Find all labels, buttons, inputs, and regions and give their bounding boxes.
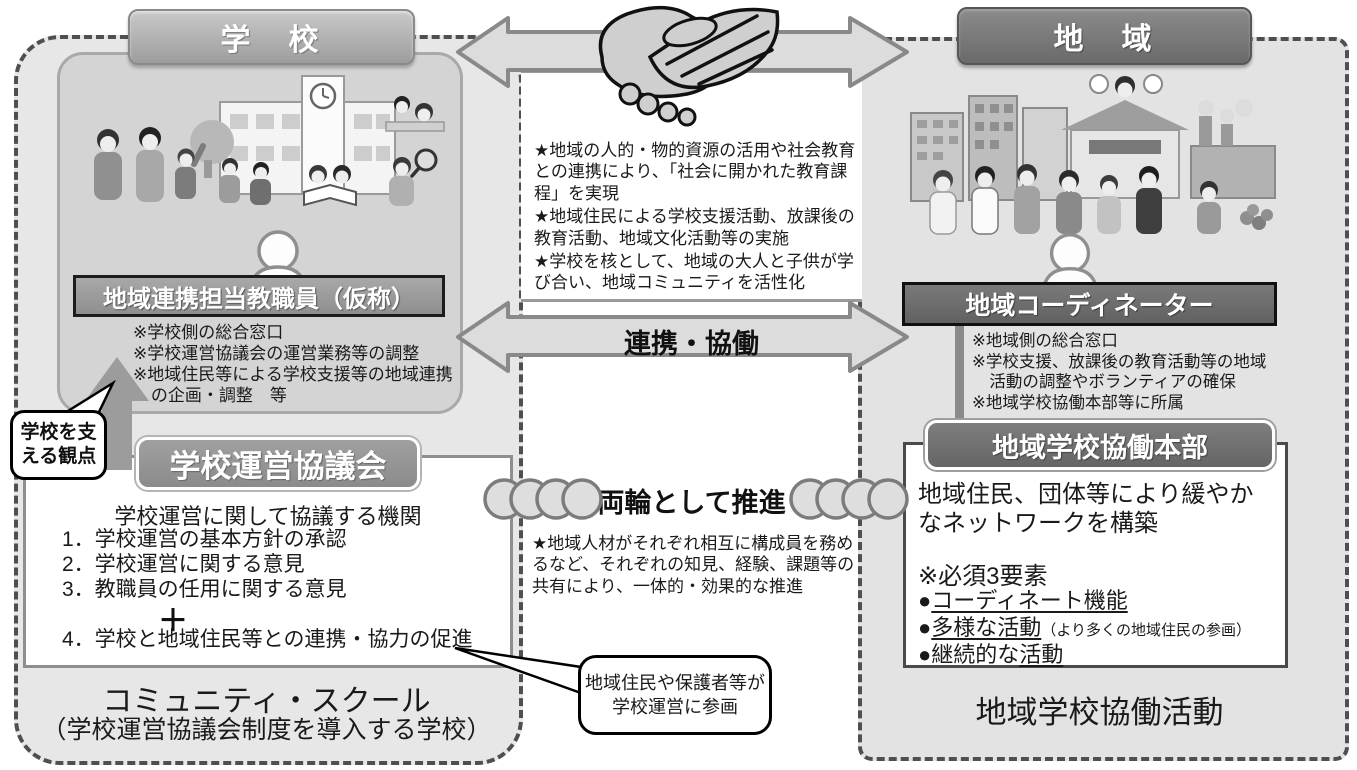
support-up-arrow (85, 357, 149, 470)
coordinator-hq-connector (955, 322, 964, 446)
bullet-icon: ● (918, 588, 932, 613)
participation-bubble-tail (454, 646, 583, 695)
participation-bubble-line: 学校運営に参画 (612, 697, 738, 717)
hq-element: ●多様な活動（より多くの地域住民の参画） (918, 615, 1278, 642)
council-items: 1．学校運営の基本方針の承認 2．学校運営に関する意見 3．教職員の任用に関する… (62, 528, 502, 602)
note-line: ※地域側の総合窓口 (972, 332, 1118, 350)
hq-elements: ●コーディネート機能 ●多様な活動（より多くの地域住民の参画） ●継続的な活動 (918, 588, 1278, 668)
community-school-subtitle: （学校運営協議会制度を導入する学校） (41, 716, 492, 744)
person-silhouette-icon (1041, 233, 1099, 288)
liaison-staff-label: 地域連携担当教職員（仮称） (103, 285, 415, 313)
collaboration-hq-box (903, 442, 1288, 668)
regional-coordinator-box: 地域コーディネーター (902, 282, 1277, 326)
school-management-council-header: 学校運営協議会 (136, 437, 420, 490)
handshake-icon (598, 5, 780, 127)
note-line: ※地域住民等による学校支援等の地域連携の企画・調整 等 (133, 364, 453, 405)
note-line: ※学校運営協議会の運営業務等の調整 (133, 343, 420, 363)
regional-coordinator-label: 地域コーディネーター (965, 292, 1214, 320)
hq-element-text: コーディネート機能 (931, 588, 1128, 613)
collaboration-activity-title: 地域学校協働活動 (975, 695, 1224, 730)
support-bubble-line: える観点 (20, 446, 97, 467)
hq-element: ●継続的な活動 (918, 642, 1278, 669)
school-illustration (94, 75, 445, 207)
note-line: ※学校支援、放課後の教育活動等の地域活動の調整やボランティアの確保 (972, 352, 1267, 392)
council-item: 4．学校と地域住民等との連携・協力の促進 (62, 628, 473, 651)
council-item: 1．学校運営の基本方針の承認 (62, 528, 347, 551)
region-header: 地 域 (957, 7, 1252, 65)
bullet-icon: ● (918, 614, 932, 640)
hq-element-text: 活動 (1019, 641, 1064, 667)
liaison-staff-box: 地域連携担当教職員（仮称） (73, 275, 445, 317)
community-school-title: コミュニティ・スクール (102, 685, 431, 718)
chain-links-icon (789, 478, 909, 520)
coordinator-notes: ※地域側の総合窓口 ※学校支援、放課後の教育活動等の地域活動の調整やボランティア… (972, 331, 1274, 414)
cooperation-double-arrow (456, 301, 909, 373)
hq-element-text: 多様な活動 (931, 614, 1042, 640)
liaison-staff-notes: ※学校側の総合窓口 ※学校運営協議会の運営業務等の調整 ※地域住民等による学校支… (133, 323, 463, 407)
hq-description: 地域住民、団体等により緩やかなネットワークを構築 (918, 481, 1254, 538)
hq-title: 地域学校協働本部 (992, 432, 1208, 463)
benefit-item: ★地域の人的・物的資源の活用や社会教育との連携により、「社会に開かれた教育課程」… (534, 141, 856, 203)
council-item: 3．教職員の任用に関する意見 (62, 577, 347, 601)
two-wheels-label: 両輪として推進 (597, 488, 786, 518)
benefits-text: ★地域の人的・物的資源の活用や社会教育との連携により、「社会に開かれた教育課程」… (534, 140, 861, 296)
participation-bubble-line: 地域住民や保護者等が (585, 672, 765, 693)
hq-element-text: 継続的な (931, 641, 1020, 667)
hq-element: ●コーディネート機能 (918, 588, 1278, 615)
council-subtitle: 学校運営に関して協議する機関 (114, 504, 422, 529)
school-header-label: 学 校 (220, 24, 323, 57)
two-wheels-note: ★地域人材がそれぞれ相互に構成員を務めるなど、それぞれの知見、経験、課題等の共有… (532, 534, 855, 596)
council-title: 学校運営協議会 (169, 449, 387, 484)
council-item: 2．学校運営に関する意見 (62, 552, 305, 576)
chain-links-icon (483, 478, 603, 520)
support-bubble-line: 学校を支 (20, 422, 97, 444)
benefit-item: ★地域住民による学校支援活動、放課後の教育活動、地域文化活動等の実施 (534, 207, 855, 248)
bullet-icon: ● (918, 641, 932, 667)
note-line: ※学校側の総合窓口 (133, 323, 284, 342)
cooperation-arrow-label: 連携・協働 (624, 329, 759, 359)
town-illustration (910, 74, 1276, 235)
support-perspective-bubble: 学校を支 える観点 (10, 410, 107, 480)
hq-required-label: ※必須3要素 (918, 563, 1048, 590)
school-header: 学 校 (128, 9, 415, 65)
collaboration-hq-header: 地域学校協働本部 (925, 420, 1275, 470)
note-line: ※地域学校協働本部等に所属 (972, 393, 1184, 412)
school-management-council-box (23, 455, 513, 668)
benefit-item: ★学校を核として、地域の大人と子供が学び合い、地域コミュニティを活性化 (534, 252, 854, 293)
region-header-label: 地 域 (1053, 23, 1156, 56)
council-plus-sign: ＋ (158, 605, 188, 638)
hq-element-note: （より多くの地域住民の参画） (1041, 621, 1252, 639)
participation-bubble: 地域住民や保護者等が 学校運営に参画 (578, 655, 772, 735)
